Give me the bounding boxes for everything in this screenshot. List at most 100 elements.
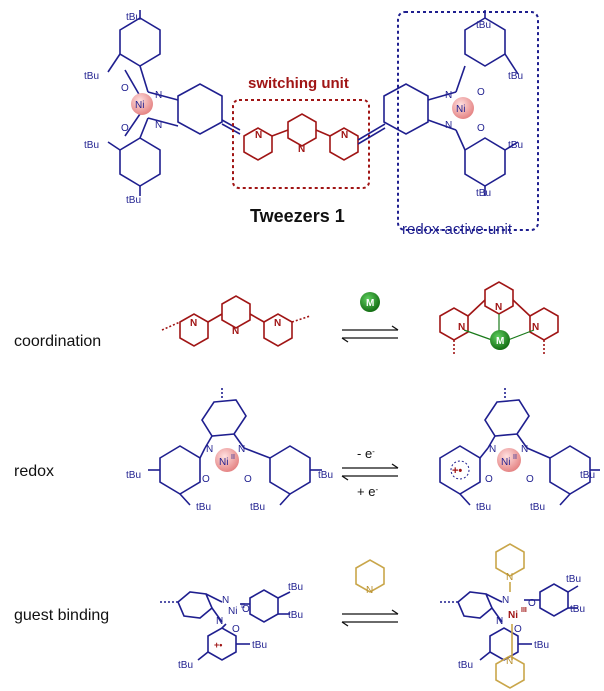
redox-left-tbu-1: tBu: [126, 470, 141, 481]
radical-cation-mark: +•: [452, 465, 462, 477]
guest-left-tbu-4: tBu: [178, 660, 193, 671]
redox-left-n-1: N: [206, 444, 213, 455]
left-tbu-upper: tBu: [84, 71, 99, 82]
redox-right-tbu-1: tBu: [580, 470, 595, 481]
guest-left-n-2: N: [216, 616, 223, 627]
row-label-redox: redox: [14, 463, 54, 480]
pyridine-reagent-n: N: [366, 585, 373, 596]
guest-left-o-1: O: [242, 604, 250, 615]
right-n-upper: N: [445, 90, 452, 101]
equilibrium-arrow-redox: - e- + e-: [341, 446, 399, 499]
phenoxyl-radical-complex: +• Ni II N N O O tBu tBu tBu: [439, 388, 600, 513]
square-planar-complex: +• N N Ni II O O tBu tBu tBu tBu: [160, 582, 303, 671]
metal-terpyridine-complex: M N N N: [439, 281, 559, 356]
switching-n-1: N: [255, 130, 262, 141]
redox-left-n-2: N: [238, 444, 245, 455]
switching-unit-box: [232, 99, 370, 189]
guest-left-tbu-2: tBu: [288, 610, 303, 621]
left-tbu-lower: tBu: [84, 140, 99, 151]
reduction-label: + e-: [357, 484, 378, 499]
guest-right-ni-ox: III: [521, 607, 527, 614]
left-salen-unit: Ni tBu tBu tBu tBu O O N N: [84, 10, 241, 206]
redox-right-ni-ox: II: [513, 454, 517, 461]
guest-left-ni-ox: II: [241, 603, 245, 610]
redox-left-o-2: O: [244, 474, 252, 485]
guest-right-tbu-4: tBu: [458, 660, 473, 671]
oxidation-label: - e-: [357, 446, 375, 461]
switching-n-2: N: [298, 144, 305, 155]
right-tbu-bottom: tBu: [476, 188, 491, 199]
left-n-upper: N: [155, 90, 162, 101]
redox-right-tbu-3: tBu: [530, 502, 545, 513]
right-ni-label: Ni: [456, 104, 465, 115]
left-tbu-bottom: tBu: [126, 195, 141, 206]
redox-left-o-1: O: [202, 474, 210, 485]
guest-right-tbu-3: tBu: [534, 640, 549, 651]
guest-right-tbu-2: tBu: [570, 604, 585, 615]
complex-n-3: N: [532, 322, 539, 333]
guest-right-py-n-2: N: [506, 656, 513, 667]
redox-left-tbu-4: tBu: [250, 502, 265, 513]
left-tbu-top: tBu: [126, 12, 141, 23]
complex-n-2: N: [495, 302, 502, 313]
right-o-lower: O: [477, 123, 485, 134]
switching-n-3: N: [341, 130, 348, 141]
guest-left-tbu-1: tBu: [288, 582, 303, 593]
redox-right-o-1: O: [485, 474, 493, 485]
guest-left-tbu-3: tBu: [252, 640, 267, 651]
guest-right-n-1: N: [502, 595, 509, 606]
guest-right-py-n-1: N: [506, 572, 513, 583]
octahedral-pyridine-complex: N N N N Ni III O O tBu tBu tBu tBu: [440, 543, 585, 689]
guest-right-o-2: O: [514, 624, 522, 635]
guest-left-o-2: O: [232, 624, 240, 635]
row-redox: redox Ni II N N O O tBu tBu tBu tBu: [14, 388, 600, 513]
tweezers-title: Tweezers 1: [250, 206, 345, 226]
redox-left-tbu-3: tBu: [196, 502, 211, 513]
guest-right-tbu-1: tBu: [566, 574, 581, 585]
equilibrium-arrow-coordination: [341, 325, 399, 343]
row-guest-binding: guest binding +• N N Ni II O O tBu tBu t…: [14, 543, 585, 689]
redox-left-tbu-2: tBu: [318, 470, 333, 481]
metal-ion-reagent-label: M: [366, 298, 374, 309]
guest-left-ni: Ni: [228, 606, 237, 617]
guest-right-ni: Ni: [508, 610, 518, 621]
guest-left-radical-mark: +•: [214, 640, 222, 650]
guest-right-o-1: O: [528, 598, 536, 609]
row-coordination: coordination N N N M: [14, 281, 559, 356]
right-n-lower: N: [445, 120, 452, 131]
left-ni-label: Ni: [135, 100, 144, 111]
redox-active-unit-box: [397, 11, 539, 231]
pyridine-reagent: N: [355, 559, 385, 596]
complex-metal-label: M: [496, 336, 504, 347]
switching-unit: switching unit N N N: [232, 75, 370, 189]
redox-right-n-1: N: [489, 444, 496, 455]
complex-n-1: N: [458, 322, 465, 333]
left-n-lower: N: [155, 120, 162, 131]
right-tbu-upper: tBu: [508, 71, 523, 82]
nickel-ii-complex: Ni II N N O O tBu tBu tBu tBu: [126, 388, 333, 513]
free-terpy-n-1: N: [190, 318, 197, 329]
right-tbu-top: tBu: [476, 20, 491, 31]
left-o-lower: O: [121, 123, 129, 134]
row-label-guest-binding: guest binding: [14, 607, 109, 624]
free-terpy-n-2: N: [232, 326, 239, 337]
redox-active-unit-label: redox-active unit: [402, 221, 513, 238]
redox-right-n-2: N: [521, 444, 528, 455]
right-tbu-lower: tBu: [508, 140, 523, 151]
free-terpyridine: N N N: [161, 295, 311, 347]
row-label-coordination: coordination: [14, 333, 101, 350]
metal-ion-reagent: [360, 292, 380, 312]
redox-left-ni: Ni: [219, 457, 228, 468]
redox-right-o-2: O: [526, 474, 534, 485]
right-salen-unit: Ni tBu tBu tBu tBu O O N N: [383, 10, 539, 231]
right-o-upper: O: [477, 87, 485, 98]
redox-right-ni: Ni: [501, 457, 510, 468]
equilibrium-arrow-guest: [341, 609, 399, 627]
switching-unit-label: switching unit: [248, 75, 349, 92]
redox-left-ni-ox: II: [231, 454, 235, 461]
guest-left-n-1: N: [222, 595, 229, 606]
guest-right-n-2: N: [496, 616, 503, 627]
free-terpy-n-3: N: [274, 318, 281, 329]
left-o-upper: O: [121, 83, 129, 94]
